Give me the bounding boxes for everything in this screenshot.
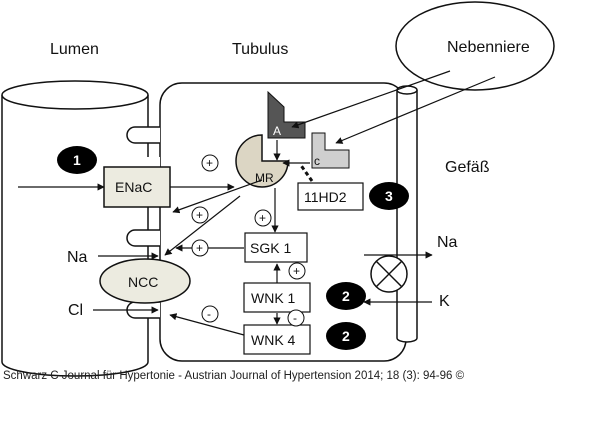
badge-3: 3 bbox=[369, 182, 409, 210]
svg-text:+: + bbox=[196, 241, 203, 255]
badge-2-top: 2 bbox=[326, 282, 366, 310]
na-label-lumen: Na bbox=[67, 249, 88, 266]
apical-bump bbox=[120, 157, 160, 169]
svg-text:+: + bbox=[259, 211, 266, 225]
arrow-adrenal-to-cortisol bbox=[335, 76, 496, 144]
lumen-cylinder bbox=[1, 80, 149, 377]
svg-text:1: 1 bbox=[73, 152, 81, 168]
svg-text:+: + bbox=[293, 264, 300, 278]
svg-text:2: 2 bbox=[342, 288, 350, 304]
wnk1-label: WNK 1 bbox=[251, 290, 296, 306]
plus-sign-3: + bbox=[254, 209, 272, 227]
badge-1: 1 bbox=[57, 146, 97, 174]
source-caption: Schwarz C Journal für Hypertonie - Austr… bbox=[3, 370, 465, 382]
vessel-cylinder bbox=[396, 85, 418, 343]
svg-text:-: - bbox=[293, 311, 297, 325]
plus-sign-5: + bbox=[288, 262, 306, 280]
dashed-11hd2-inhibition bbox=[298, 163, 314, 182]
adrenal-gland-ellipse bbox=[395, 1, 555, 91]
na-k-pump bbox=[370, 255, 408, 293]
plus-sign-2: + bbox=[191, 206, 209, 224]
sgk1-label: SGK 1 bbox=[250, 240, 291, 256]
cl-label-lumen: Cl bbox=[68, 302, 83, 319]
svg-text:+: + bbox=[196, 208, 203, 222]
arrow-wnk4-to-ncc bbox=[169, 313, 245, 336]
svg-text:2: 2 bbox=[342, 328, 350, 344]
wnk1-box bbox=[243, 282, 311, 313]
ncc-transporter bbox=[99, 258, 191, 304]
cortisol-letter: c bbox=[314, 154, 320, 168]
ncc-label: NCC bbox=[128, 274, 158, 290]
svg-text:+: + bbox=[206, 156, 213, 170]
11hd2-label: 11HD2 bbox=[304, 189, 347, 205]
cortisol-molecule bbox=[311, 132, 350, 169]
gefaess-label: Gefäß bbox=[445, 159, 490, 176]
minus-sign-2: - bbox=[287, 309, 305, 327]
enac-channel bbox=[103, 166, 171, 208]
k-label-vessel: K bbox=[439, 293, 450, 310]
mr-label: MR bbox=[255, 171, 274, 185]
minus-sign-1: - bbox=[201, 305, 219, 323]
mineralocorticoid-receptor bbox=[235, 134, 289, 188]
nebenniere-label: Nebenniere bbox=[447, 39, 530, 56]
plus-sign-4: + bbox=[191, 239, 209, 257]
11hd2-enzyme bbox=[297, 182, 364, 211]
enac-label: ENaC bbox=[115, 179, 152, 195]
lumen-label: Lumen bbox=[50, 41, 99, 58]
wnk4-label: WNK 4 bbox=[251, 332, 296, 348]
tubulus-label: Tubulus bbox=[232, 41, 288, 58]
svg-text:-: - bbox=[207, 307, 211, 321]
wnk4-box bbox=[243, 324, 311, 355]
na-label-vessel: Na bbox=[437, 234, 458, 251]
svg-text:3: 3 bbox=[385, 188, 393, 204]
aldosterone-letter: A bbox=[273, 124, 281, 138]
arrow-adrenal-to-aldosterone bbox=[291, 70, 451, 129]
arrow-mr-to-enac bbox=[172, 179, 263, 214]
arrows bbox=[18, 70, 496, 336]
sgk1-box bbox=[244, 232, 308, 263]
badge-2-bottom: 2 bbox=[326, 322, 366, 350]
plus-sign-1: + bbox=[201, 154, 219, 172]
